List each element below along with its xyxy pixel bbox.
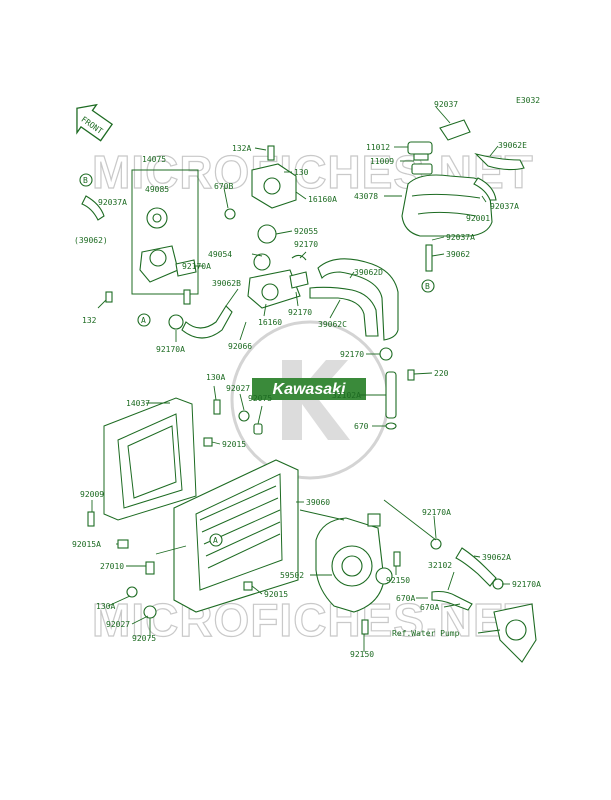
part-label: 92015: [222, 440, 246, 449]
part-label: 92170A: [182, 262, 211, 271]
svg-text:B: B: [425, 282, 430, 291]
leader-lines: [91, 106, 510, 652]
water-pump: [315, 513, 537, 663]
part-label: 32102: [428, 561, 452, 570]
part-label: 39062C: [318, 320, 347, 329]
front-arrow-icon: FRONT: [76, 103, 114, 142]
part-label: 39062A: [482, 553, 511, 562]
part-label: 92170: [288, 308, 312, 317]
part-label: 39062D: [354, 268, 383, 277]
part-label: 670A: [420, 603, 439, 612]
thermostat-housing: [247, 145, 399, 341]
part-label: 92075: [248, 394, 272, 403]
part-label: 14075: [142, 155, 166, 164]
part-label: 11009: [370, 157, 394, 166]
svg-text:A: A: [141, 316, 146, 325]
part-label: 92170A: [512, 580, 541, 589]
reservoir-tank: [401, 119, 525, 272]
part-label: 39062B: [212, 279, 241, 288]
part-label: 92001: [466, 214, 490, 223]
callout-b-right: B: [421, 279, 435, 293]
part-label: 92055: [294, 227, 318, 236]
brand-text: Kawasaki: [273, 381, 346, 398]
part-label: 32102A: [332, 391, 361, 400]
ref-code: E3032: [516, 96, 540, 105]
kawasaki-logo: Kawasaki: [230, 320, 390, 480]
part-label: 92027: [226, 384, 250, 393]
callout-b-top: B: [79, 173, 93, 187]
part-label: 92066: [228, 342, 252, 351]
part-label: 43078: [354, 192, 378, 201]
part-label: 92170: [294, 240, 318, 249]
part-label: 39060: [306, 498, 330, 507]
part-label: (39062): [74, 236, 108, 245]
part-labels: 92037 39062E 11012 11009 43078 92001 920…: [72, 100, 541, 659]
part-label: 16160: [258, 318, 282, 327]
part-label: 11012: [366, 143, 390, 152]
hose-39062b: [181, 305, 233, 339]
svg-text:B: B: [83, 176, 88, 185]
part-label: 92170A: [156, 345, 185, 354]
part-label: 130A: [206, 373, 225, 382]
part-label: 220: [434, 369, 449, 378]
svg-text:A: A: [213, 536, 218, 545]
part-label: 59502: [280, 571, 304, 580]
part-label: 92170: [340, 350, 364, 359]
part-label: 130A: [96, 602, 115, 611]
callout-a-left: A: [137, 313, 151, 327]
part-label: 92015: [264, 590, 288, 599]
part-label: 132: [82, 316, 97, 325]
part-label: 92037: [434, 100, 458, 109]
part-label: Ref.Water Pump: [392, 629, 460, 638]
radiator: [87, 397, 299, 619]
part-label: 92027: [106, 620, 130, 629]
part-label: 92009: [80, 490, 104, 499]
part-label: 92170A: [422, 508, 451, 517]
part-label: 670A: [396, 594, 415, 603]
part-label: 670: [354, 422, 369, 431]
part-label: 130: [294, 168, 309, 177]
part-label: 92150: [386, 576, 410, 585]
part-label: 27010: [100, 562, 124, 571]
part-label: 92037A: [98, 198, 127, 207]
part-label: 14037: [126, 399, 150, 408]
part-label: 16160A: [308, 195, 337, 204]
filler-neck: [81, 169, 236, 305]
part-label: 49054: [208, 250, 232, 259]
callout-a-radiator: A: [209, 533, 223, 547]
part-label: 49085: [145, 185, 169, 194]
part-label: 92037A: [446, 233, 475, 242]
part-label: 92150: [350, 650, 374, 659]
part-label: 39062E: [498, 141, 527, 150]
part-label: 670B: [214, 182, 233, 191]
part-label: 39062: [446, 250, 470, 259]
part-label: 132A: [232, 144, 251, 153]
part-label: 92037A: [490, 202, 519, 211]
clamp-a: [168, 314, 184, 330]
part-label: 92015A: [72, 540, 101, 549]
part-label: 92075: [132, 634, 156, 643]
